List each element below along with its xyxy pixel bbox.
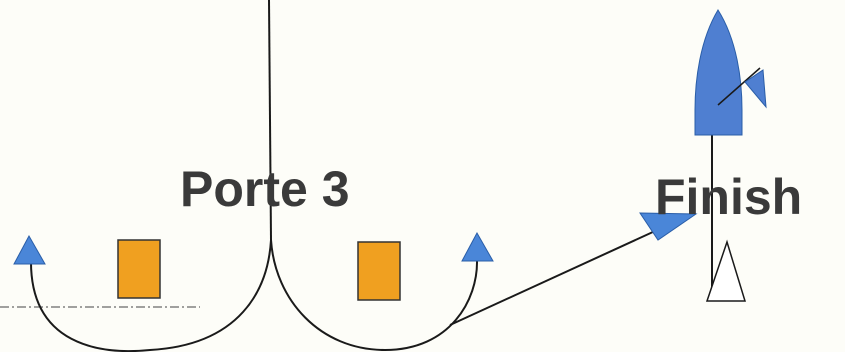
finish-label: Finish: [655, 169, 802, 225]
finish-flag-icon: [744, 69, 767, 109]
left-buoy-icon: [13, 234, 46, 265]
flag-pole: [717, 67, 761, 106]
arrow-head-icon: [639, 212, 698, 241]
gate-label: Porte 3: [180, 161, 350, 217]
pin-buoy-icon: [705, 239, 747, 302]
left-gate-mark-icon: [117, 239, 161, 299]
committee-boat-icon: [694, 9, 743, 136]
right-gate-mark-icon: [357, 241, 401, 301]
right-turn-path: [270, 239, 479, 352]
left-turn-path: [29, 239, 272, 352]
finish-approach-line: [449, 214, 691, 326]
right-buoy-icon: [461, 231, 494, 262]
center-vertical-line: [268, 0, 272, 241]
